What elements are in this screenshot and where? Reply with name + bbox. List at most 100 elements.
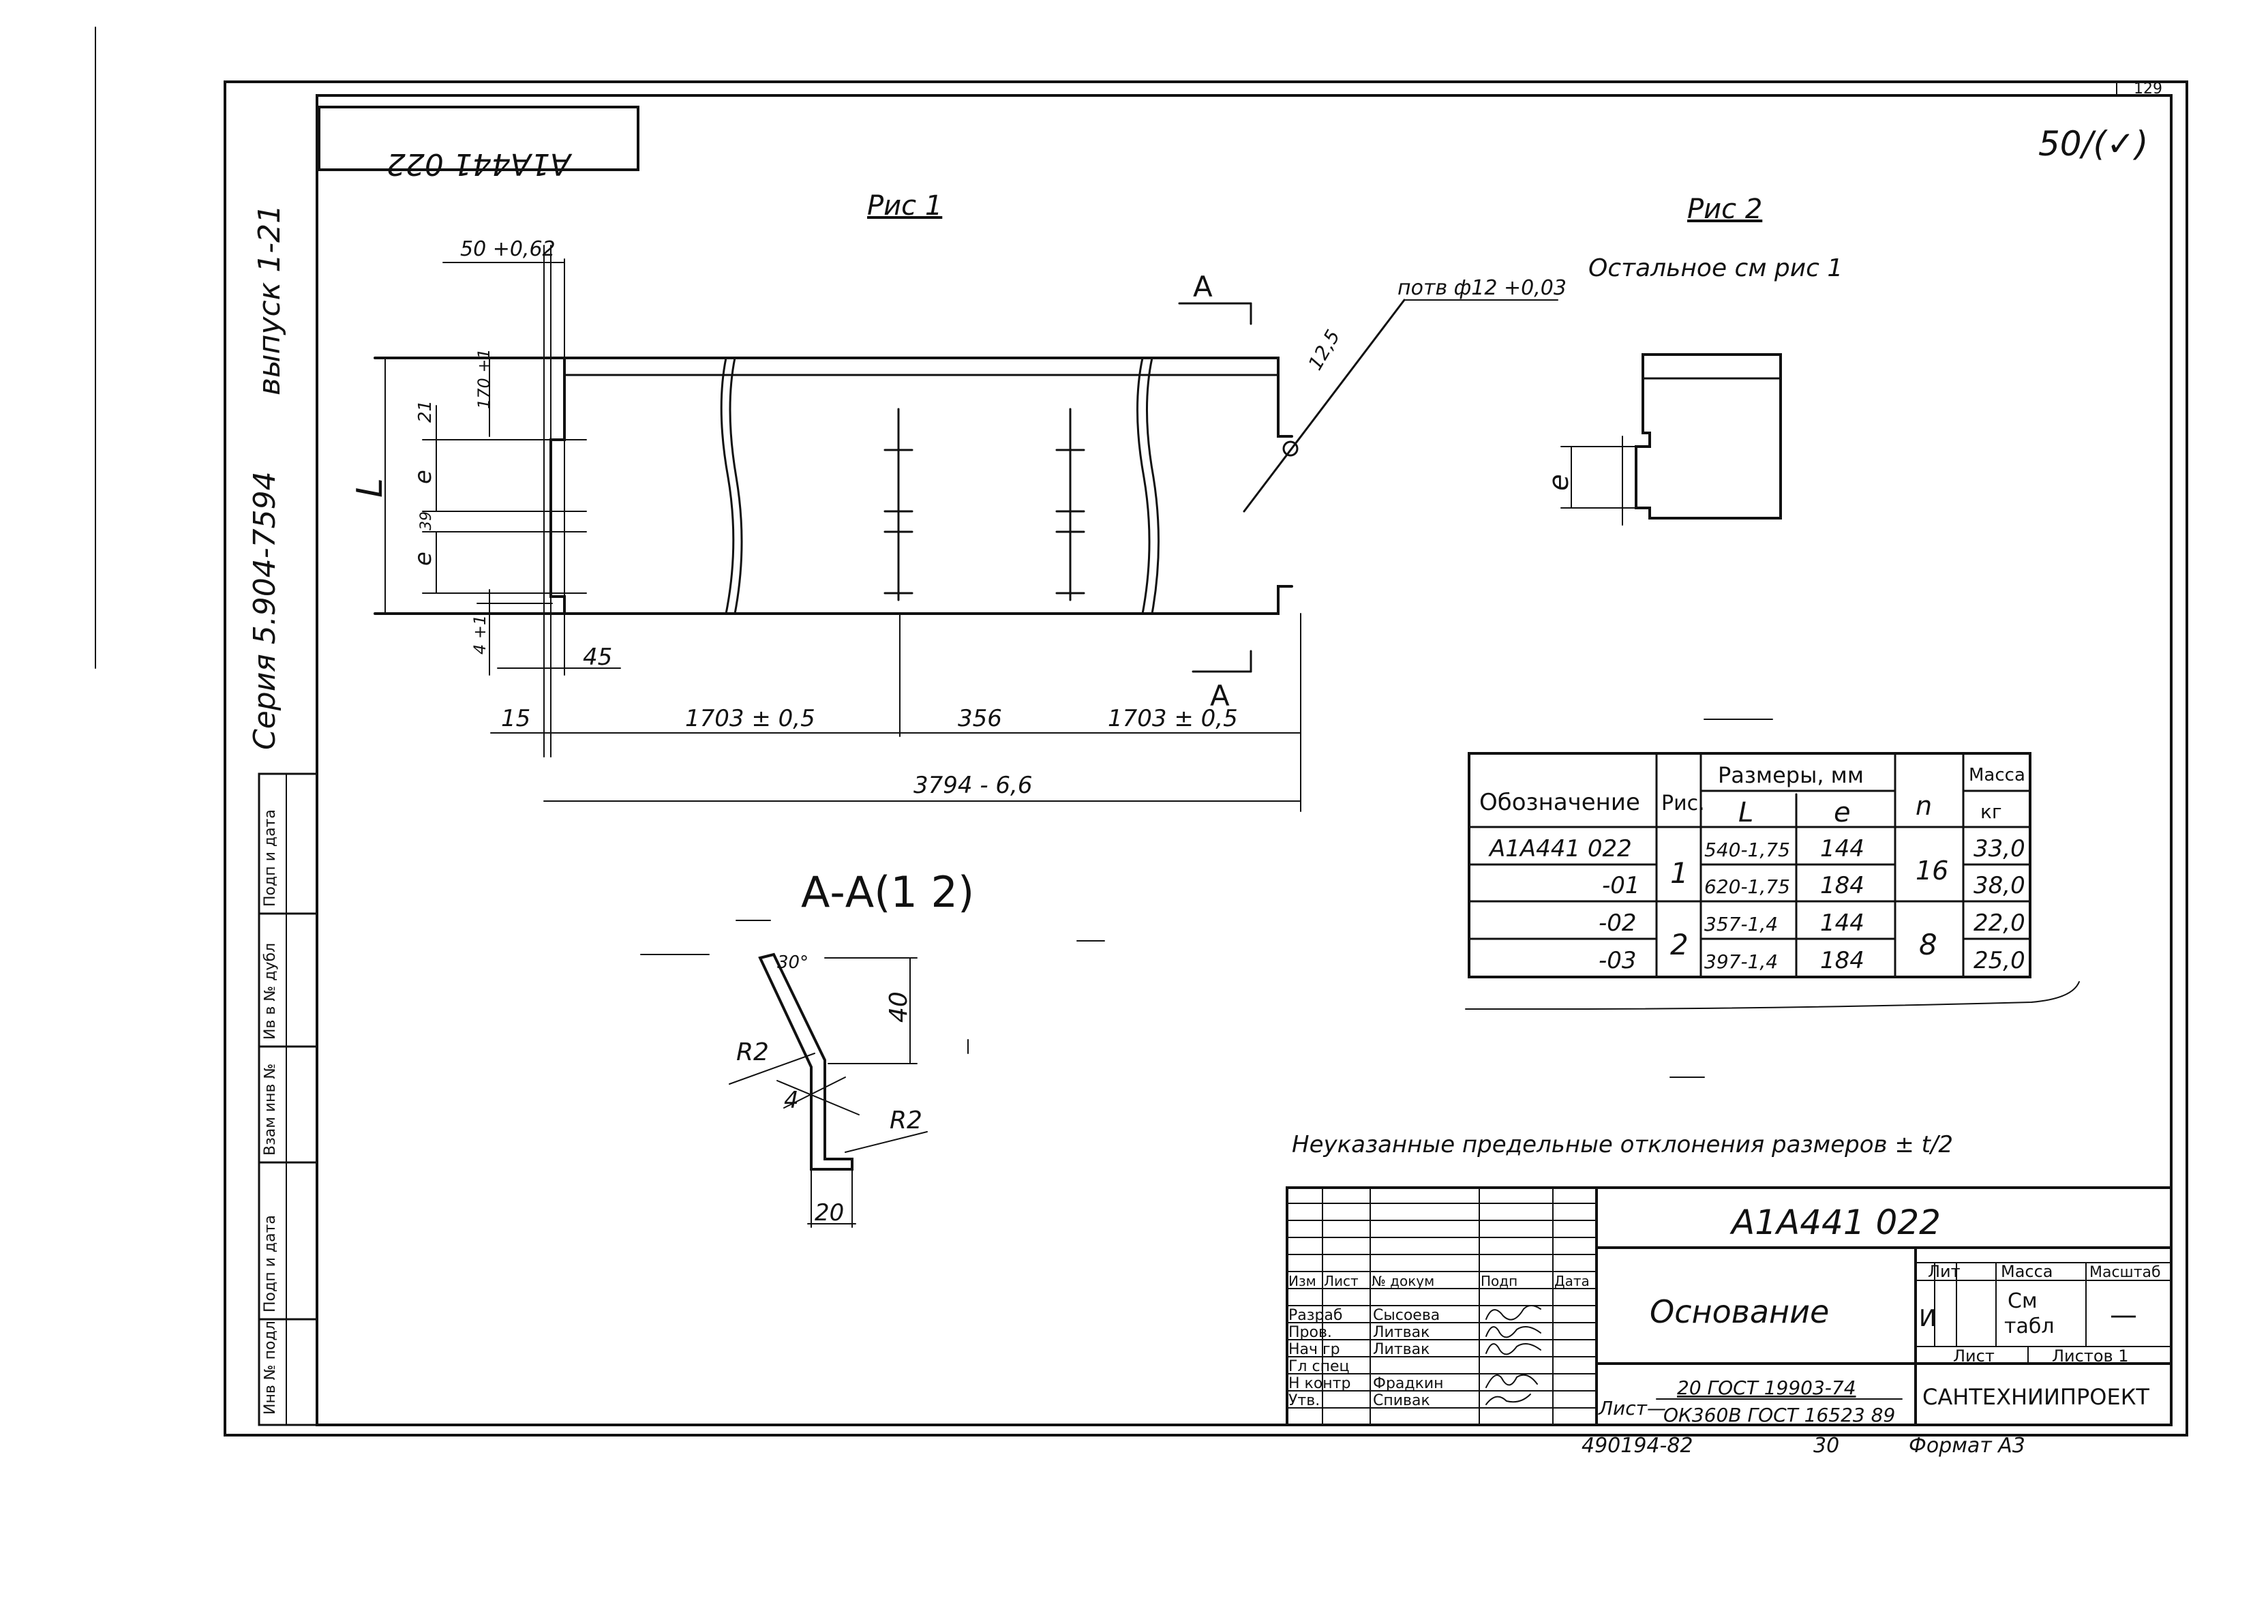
row0-mass: 33,0: [1974, 835, 2025, 862]
tb-name-2: Литвак: [1373, 1341, 1430, 1358]
section-aa: А-А(1 2) 20 40 30° R2 R2 4: [729, 867, 974, 1228]
row1-mass: 38,0: [1974, 872, 2025, 899]
tb-mass-value-1: См: [2008, 1289, 2038, 1313]
margin-label-inv: Инв № подл: [262, 1321, 279, 1415]
tb-head-sheet: Лист: [1324, 1273, 1359, 1289]
row2-designation: -02: [1599, 909, 1637, 937]
dim-45: 45: [583, 644, 612, 671]
left-margin: Серия 5.904-7594 выпуск 1-21 Инв № подл …: [247, 205, 318, 1426]
dim-50: 50 +0,62: [460, 237, 556, 261]
section-dim-40: 40: [885, 991, 913, 1023]
th-L: L: [1738, 797, 1753, 828]
dim-21: 21: [415, 400, 436, 423]
tb-mass-header: Масса: [2001, 1262, 2053, 1281]
n-group-2: 8: [1919, 928, 1937, 961]
th-e: е: [1834, 797, 1851, 828]
tb-mass-value-2: табл: [2004, 1314, 2055, 1338]
dim-39: 39: [418, 511, 435, 530]
th-designation: Обозначение: [1479, 789, 1640, 816]
tb-designation: А1А441 022: [1729, 1203, 1941, 1242]
margin-label-sign1: Подп и дата: [262, 1215, 279, 1312]
row0-e: 144: [1820, 835, 1864, 862]
section-radius1: R2: [736, 1038, 769, 1066]
roughness-mark: 50/(✓): [2038, 124, 2148, 164]
margin-label-sign2: Подп и дата: [262, 809, 279, 907]
figure-2: Рис 2 Остальное см рис 1 е: [1543, 194, 1843, 526]
th-dimensions: Размеры, мм: [1718, 762, 1864, 788]
title-block: Изм Лист № докум Подп Дата Разраб Сысоев…: [1286, 1186, 2173, 1458]
fig-group-2: 2: [1670, 928, 1689, 961]
dim-1703: 1703 ± 0,5: [685, 705, 815, 732]
section-mark-bottom: А: [1210, 679, 1230, 712]
dim-12-5: 12,5: [1303, 326, 1344, 374]
mirrored-code-text: А1А441 022: [387, 147, 573, 181]
tb-name-1: Литвак: [1373, 1324, 1430, 1341]
tb-role-2: Нач гр: [1288, 1341, 1340, 1358]
tb-scale-value: —: [2110, 1299, 2137, 1331]
row3-mass: 25,0: [1974, 947, 2025, 974]
th-n: n: [1916, 791, 1932, 821]
tb-role-4: Н контр: [1288, 1375, 1350, 1392]
table-row: -02 357-1,4 144 22,0: [1599, 909, 2025, 937]
dim-1703b: 1703 ± 0,5: [1108, 705, 1238, 732]
section-thickness: 4: [784, 1087, 799, 1114]
tb-lit-value: И: [1919, 1305, 1936, 1332]
dim-L: L: [350, 478, 391, 498]
tb-head-sign: Подп: [1481, 1273, 1517, 1289]
row2-mass: 22,0: [1974, 909, 2025, 937]
fig1-title: Рис 1: [867, 190, 942, 222]
section-radius2: R2: [890, 1107, 922, 1134]
fig-group-1: 1: [1670, 856, 1689, 890]
dim-e1: е: [410, 470, 437, 484]
table-row: -03 397-1,4 184 25,0: [1599, 947, 2025, 974]
table-row: А1А441 022 540-1,75 144 33,0: [1488, 835, 2025, 862]
dim-15: 15: [501, 705, 530, 732]
row3-L: 397-1,4: [1704, 950, 1778, 973]
signature-marks: [1485, 1305, 1541, 1405]
tb-sheet-header: Лист: [1953, 1347, 1995, 1366]
row1-designation: -01: [1602, 872, 1640, 899]
dim-e2: е: [410, 552, 437, 566]
row1-e: 184: [1820, 872, 1864, 899]
tb-footer-copy: 30: [1813, 1434, 1839, 1458]
dim-3794: 3794 - 6,6: [913, 772, 1032, 799]
row0-designation: А1А441 022: [1488, 835, 1632, 862]
section-dim-20: 20: [815, 1199, 844, 1227]
row3-e: 184: [1820, 947, 1864, 974]
dim-4: 4 +1: [470, 615, 489, 655]
section-angle: 30°: [777, 952, 808, 973]
tb-name: Основание: [1650, 1293, 1829, 1330]
row3-designation: -03: [1599, 947, 1637, 974]
tb-head-doc: № докум: [1372, 1273, 1434, 1289]
table-row: -01 620-1,75 184 38,0: [1602, 872, 2025, 899]
th-figure: Рис.: [1661, 792, 1705, 815]
hole-label: потв ф12 +0,03: [1397, 276, 1567, 300]
margin-label-dup: Ив в № дубл: [262, 943, 279, 1040]
figure-1: Рис 1 потв ф12 +0,03 12,5 А: [350, 190, 1567, 812]
tb-role-5: Утв.: [1288, 1392, 1320, 1409]
dim-170: 170 +1: [474, 348, 494, 409]
dim-356: 356: [958, 705, 1002, 732]
fig2-title: Рис 2: [1687, 194, 1762, 225]
tb-footer-code: 490194-82: [1582, 1434, 1693, 1458]
tb-name-5: Спивак: [1373, 1392, 1430, 1409]
n-group-1: 16: [1916, 856, 1948, 886]
tb-material-prefix: Лист—: [1598, 1397, 1666, 1419]
tb-lit-header: Лит: [1928, 1262, 1961, 1281]
mirrored-code-stamp: А1А441 022: [318, 106, 639, 181]
tb-sheets-header: Листов 1: [2052, 1347, 2129, 1366]
th-mass: Масса: [1969, 765, 2025, 785]
tb-role-1: Пров.: [1288, 1324, 1332, 1341]
margin-issue-text: выпуск 1-21: [252, 205, 287, 395]
fig2-note: Остальное см рис 1: [1588, 254, 1843, 282]
scan-artifacts: [640, 719, 2080, 1078]
tb-scale-header: Масштаб: [2089, 1264, 2161, 1281]
fig2-dim-e: е: [1543, 474, 1575, 491]
margin-label-replace: Взам инв №: [262, 1064, 279, 1156]
margin-series-text: Серия 5.904-7594: [247, 471, 282, 750]
row0-L: 540-1,75: [1704, 839, 1790, 861]
row2-e: 144: [1820, 909, 1864, 937]
tb-material-2: ОК360В ГОСТ 16523 89: [1663, 1404, 1895, 1426]
row1-L: 620-1,75: [1704, 875, 1790, 898]
